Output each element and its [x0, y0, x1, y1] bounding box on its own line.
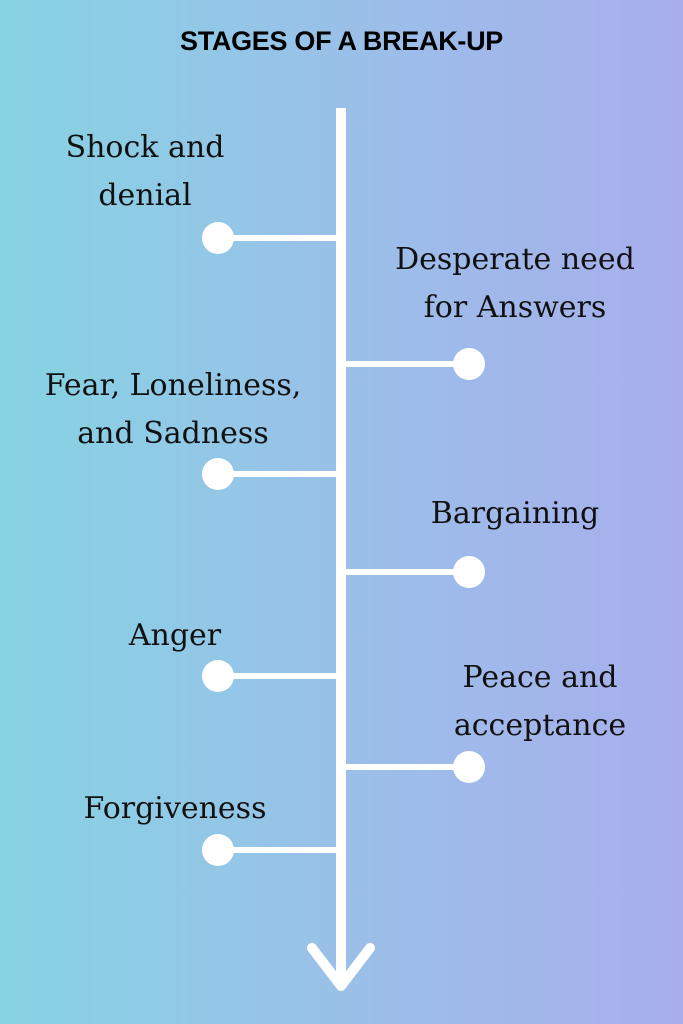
- stage-dot: [453, 556, 485, 588]
- page-title: STAGES OF A BREAK-UP: [179, 26, 503, 56]
- stage-label-bargaining: Bargaining: [430, 496, 600, 531]
- stage-label-peace-and-acceptance: Peace and acceptance: [453, 660, 627, 743]
- stage-node-3: [202, 458, 336, 490]
- stage-node-1: [202, 222, 336, 254]
- stage-dot: [202, 660, 234, 692]
- stage-node-5: [202, 660, 336, 692]
- stage-dot: [453, 348, 485, 380]
- stage-label-fear-loneliness-sadness: Fear, Loneliness, and Sadness: [44, 368, 302, 451]
- stage-node-2: [346, 348, 485, 380]
- stage-dot: [453, 751, 485, 783]
- stage-label-desperate-need: Desperate need for Answers: [395, 242, 635, 325]
- stage-label-forgiveness: Forgiveness: [83, 791, 267, 826]
- stage-node-6: [346, 751, 485, 783]
- stage-label-shock-and-denial: Shock and denial: [65, 130, 225, 213]
- timeline-arrow-icon: [307, 943, 375, 991]
- stage-dot: [202, 222, 234, 254]
- stage-node-4: [346, 556, 485, 588]
- stage-node-7: [202, 834, 336, 866]
- stage-dot: [202, 458, 234, 490]
- stage-label-anger: Anger: [128, 618, 222, 653]
- stage-dot: [202, 834, 234, 866]
